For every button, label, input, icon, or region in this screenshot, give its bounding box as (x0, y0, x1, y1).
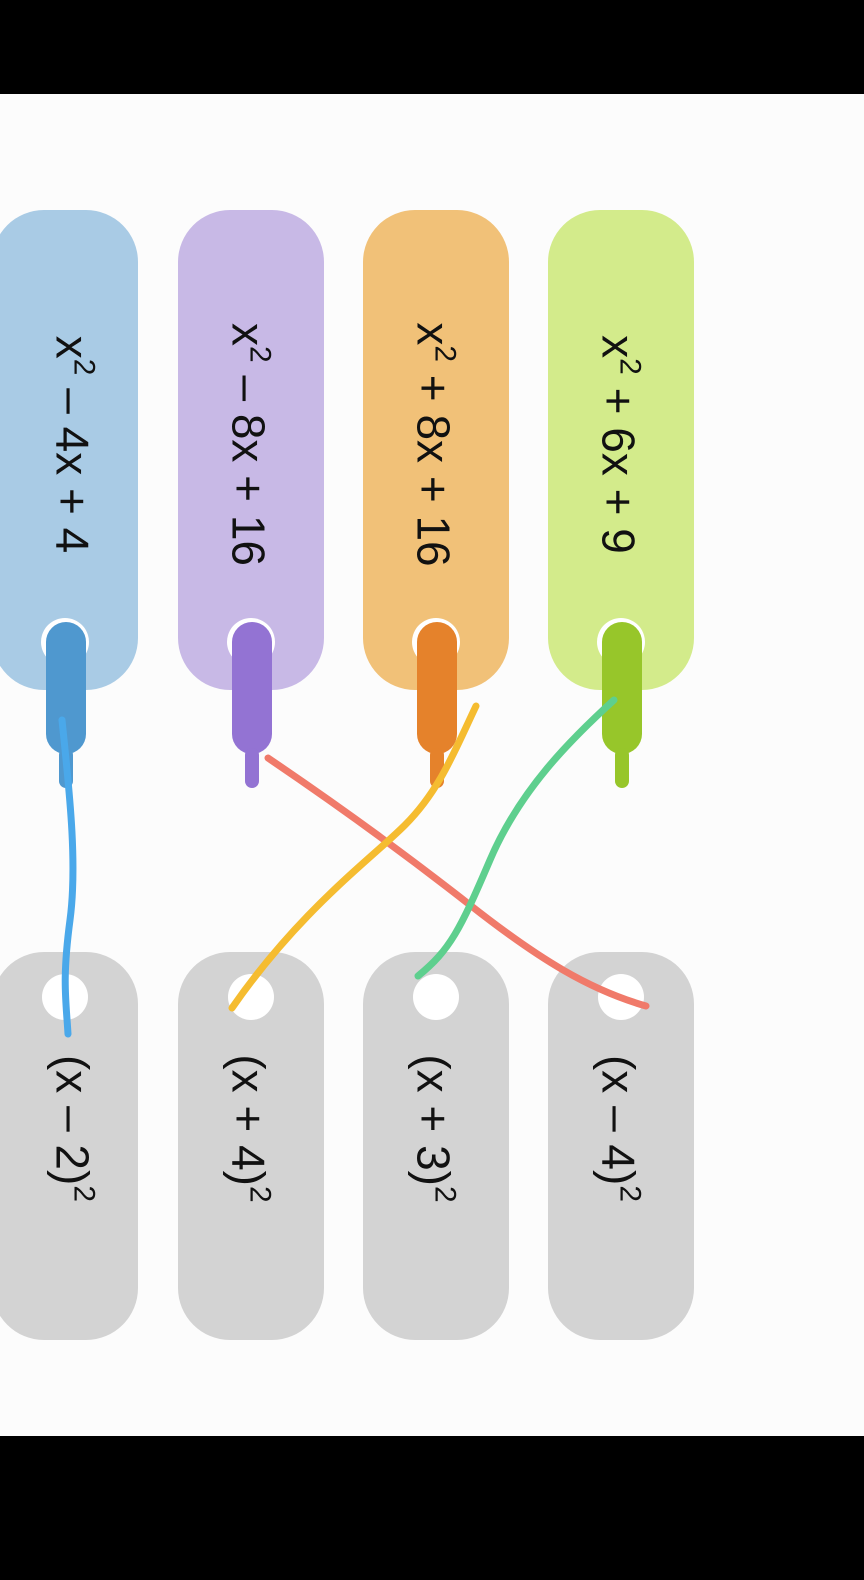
plug-4[interactable] (602, 622, 642, 754)
bottom-black-bar (0, 1436, 864, 1580)
plug-3[interactable] (417, 622, 457, 754)
plug-2[interactable] (232, 622, 272, 754)
expression-tag-1[interactable] (0, 210, 138, 690)
expression-label-4: x2 + 6x + 9 (592, 335, 647, 554)
factored-tag-2[interactable] (178, 952, 324, 1340)
factored-tag-3[interactable] (363, 952, 509, 1340)
plug-prong-3 (430, 748, 444, 788)
plug-prong-1 (59, 748, 73, 788)
factored-label-3: (x + 3)2 (407, 1054, 462, 1203)
expression-label-3: x2 + 8x + 16 (407, 322, 462, 567)
expression-label-1: x2 – 4x + 4 (46, 335, 101, 554)
plug-prong-2 (245, 748, 259, 788)
plug-1[interactable] (46, 622, 86, 754)
factored-label-4: (x – 4)2 (592, 1054, 647, 1203)
factored-label-2: (x + 4)2 (222, 1054, 277, 1203)
factored-label-1: (x – 2)2 (46, 1054, 101, 1203)
top-black-bar (0, 0, 864, 94)
expression-tag-3[interactable] (363, 210, 509, 690)
expression-label-2: x2 – 8x + 16 (222, 322, 277, 566)
plug-prong-4 (615, 748, 629, 788)
